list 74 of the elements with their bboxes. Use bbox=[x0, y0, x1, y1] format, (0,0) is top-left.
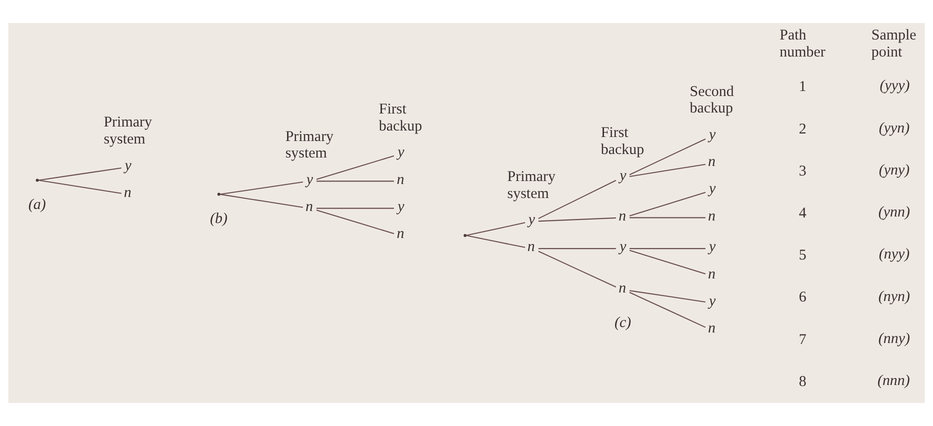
connector bbox=[466, 222, 526, 236]
node-text: n bbox=[618, 280, 626, 296]
label: (b) bbox=[210, 211, 228, 228]
label: (nyn) bbox=[878, 288, 910, 305]
label: (a) bbox=[28, 197, 46, 214]
connector bbox=[38, 180, 122, 194]
node-text: n bbox=[527, 239, 535, 256]
label: Primary system bbox=[104, 114, 152, 148]
label: (yyy) bbox=[880, 78, 910, 94]
label: First backup bbox=[378, 102, 422, 134]
connector bbox=[220, 182, 304, 195]
connector bbox=[538, 250, 616, 288]
label: (nny) bbox=[878, 330, 910, 347]
label: 3 bbox=[798, 163, 806, 180]
node-text: y bbox=[708, 239, 716, 256]
node-point bbox=[217, 192, 220, 196]
node-text: y bbox=[708, 293, 716, 310]
connector bbox=[629, 138, 706, 176]
connector bbox=[316, 210, 394, 234]
node-text: y bbox=[398, 198, 404, 215]
label: 1 bbox=[798, 79, 806, 96]
node-text: y bbox=[528, 212, 536, 228]
connector bbox=[316, 208, 394, 209]
connector bbox=[538, 217, 616, 222]
connector bbox=[316, 180, 394, 182]
label: 4 bbox=[798, 205, 806, 222]
label: 8 bbox=[798, 374, 806, 390]
node-text: n bbox=[708, 154, 716, 170]
node-point bbox=[464, 234, 467, 237]
node-text: n bbox=[708, 266, 716, 282]
label: (ynn) bbox=[878, 204, 910, 221]
connector bbox=[629, 250, 706, 274]
connector bbox=[38, 167, 122, 181]
node-text: y bbox=[306, 172, 314, 188]
node-point bbox=[36, 178, 39, 182]
label: Second backup bbox=[690, 84, 734, 117]
node-text: y bbox=[620, 168, 626, 184]
connector bbox=[629, 164, 706, 178]
label: 5 bbox=[798, 248, 806, 264]
label: Primary system bbox=[285, 128, 334, 162]
node-text: n bbox=[124, 184, 132, 201]
label: (yyn) bbox=[878, 120, 910, 136]
connector bbox=[630, 248, 706, 250]
label: First backup bbox=[600, 125, 644, 158]
label: (c) bbox=[614, 315, 632, 331]
node-text: n bbox=[305, 198, 313, 215]
label: Sample point bbox=[871, 28, 916, 61]
connector bbox=[629, 192, 706, 216]
connector bbox=[220, 194, 304, 208]
label: (nnn) bbox=[877, 373, 910, 390]
node-text: y bbox=[708, 126, 716, 143]
node-text: n bbox=[618, 208, 626, 224]
node-text: y bbox=[620, 239, 626, 256]
node-text: y bbox=[398, 144, 404, 161]
label: 7 bbox=[798, 332, 806, 348]
node-text: n bbox=[396, 226, 404, 242]
connector bbox=[466, 235, 526, 248]
label: Primary system bbox=[507, 168, 556, 202]
connector bbox=[630, 217, 706, 218]
node-text: y bbox=[708, 181, 716, 198]
connector bbox=[538, 180, 616, 219]
node-text: y bbox=[124, 158, 132, 174]
connector bbox=[629, 290, 706, 302]
connector bbox=[316, 155, 394, 180]
label: (nyy) bbox=[878, 246, 910, 263]
label: 2 bbox=[798, 121, 806, 138]
label: Path number bbox=[780, 28, 826, 61]
node-text: n bbox=[708, 208, 716, 224]
label: (yny) bbox=[878, 162, 910, 178]
node-text: n bbox=[708, 320, 716, 337]
connector bbox=[538, 248, 616, 250]
connector bbox=[629, 292, 706, 328]
label: 6 bbox=[798, 290, 806, 306]
node-text: n bbox=[396, 172, 404, 188]
